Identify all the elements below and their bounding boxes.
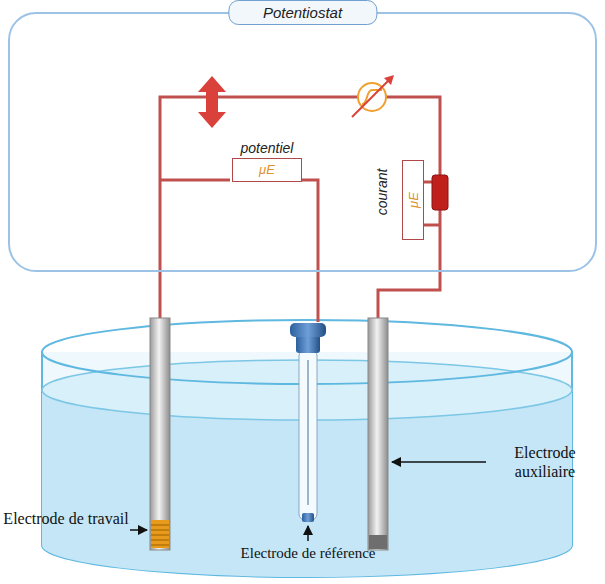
leader-arrow: [130, 462, 486, 541]
potentiostat-panel: PotentiostatpotentielμEcourantμE: [8, 12, 597, 272]
reference-electrode: [290, 323, 326, 522]
variable-resistor-symbol: [352, 75, 394, 117]
meter-box: μE: [232, 158, 302, 182]
meter-symbol: μE: [406, 192, 421, 208]
meter-box: μE: [402, 160, 424, 240]
shunt-component: [432, 175, 448, 210]
current-meter: courant μE: [374, 140, 426, 244]
electrode-label: Electrode de référence: [222, 544, 394, 562]
potential-meter: potentiel μE: [222, 140, 312, 188]
double-arrow: [198, 76, 226, 128]
beaker: [42, 320, 572, 577]
wire: [160, 97, 440, 322]
panel-title: Potentiostat: [228, 0, 377, 25]
electrode-label: Electrode auxiliaire: [488, 443, 602, 481]
meter-heading: courant: [374, 169, 390, 216]
meter-symbol: μE: [259, 162, 275, 177]
meter-heading: potentiel: [222, 140, 312, 157]
working-electrode: [150, 318, 170, 550]
electrode-label: Electrode de travail: [2, 509, 130, 528]
auxiliary-electrode: [368, 318, 388, 550]
